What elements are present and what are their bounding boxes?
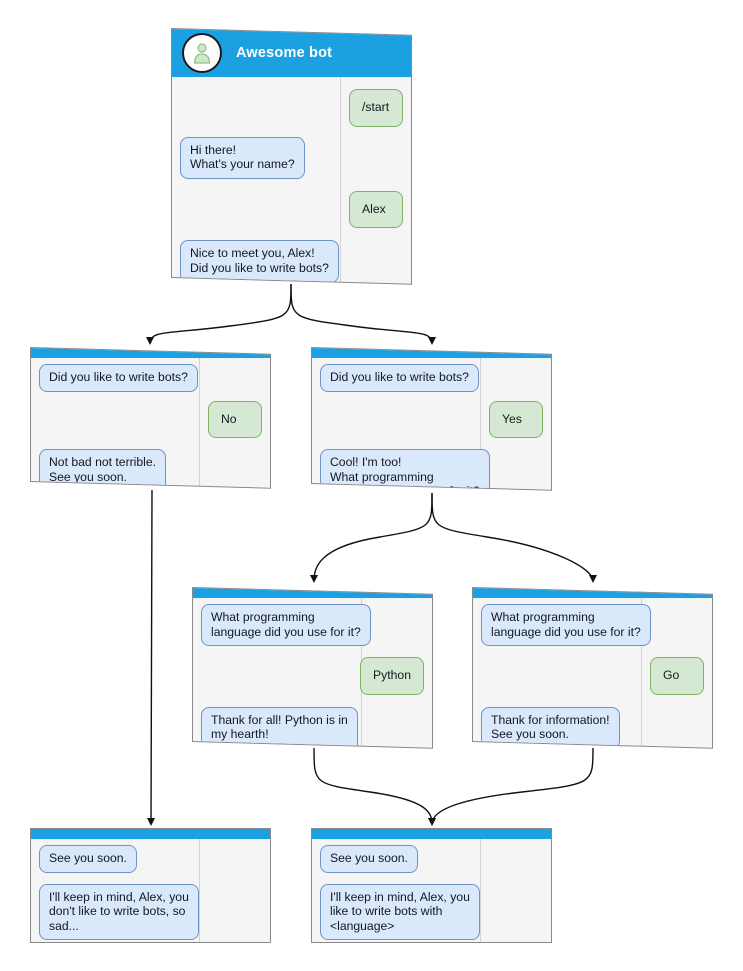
message-row: See you soon. [39,845,262,873]
user-message-bubble[interactable]: No [208,400,262,439]
bot-message-bubble[interactable]: Hi there! What's your name? [180,136,305,179]
bot-message-bubble[interactable]: See you soon. [320,845,418,873]
chat-card-python-branch[interactable]: What programming language did you use fo… [192,587,433,749]
message-row: Python [201,657,424,695]
card-header-no-branch [31,348,270,359]
message-row: Hi there! What's your name? [180,136,403,179]
bot-message-bubble[interactable]: What programming language did you use fo… [481,604,651,647]
message-row: Did you like to write bots? [320,364,543,392]
message-row: What programming language did you use fo… [481,604,704,647]
card-header-end-sad [31,829,270,839]
message-list-root: /start Hi there! What's your name? Alex … [172,77,411,283]
chat-card-yes-branch[interactable]: Did you like to write bots? Yes Cool! I'… [311,347,552,491]
message-row: Thank for information! See you soon. [481,706,704,749]
card-header-python-branch [193,588,432,599]
edge-yes-to-python [310,492,433,583]
edge-go-to-end-happy [428,747,594,826]
message-row: See you soon. [320,845,543,873]
message-list-no-branch: Did you like to write bots? No Not bad n… [31,358,270,489]
message-row: Thank for all! Python is in my hearth! S… [201,706,424,749]
user-message-bubble[interactable]: Python [360,657,424,695]
card-header-yes-branch [312,348,551,359]
bot-message-bubble[interactable]: I'll keep in mind, Alex, you don't like … [39,883,199,941]
message-list-python-branch: What programming language did you use fo… [193,598,432,749]
card-header-end-happy [312,829,551,839]
person-avatar-icon [182,33,222,74]
bot-name-label: Awesome bot [236,45,333,62]
message-row: Not bad not terrible. See you soon. [39,449,262,489]
message-row: Yes [320,400,543,439]
edge-yes-to-go [431,492,597,583]
chat-card-end-happy[interactable]: See you soon. I'll keep in mind, Alex, y… [311,828,552,943]
chat-card-no-branch[interactable]: Did you like to write bots? No Not bad n… [30,347,271,489]
bot-message-bubble[interactable]: Did you like to write bots? [39,364,198,392]
message-row: Did you like to write bots? [39,364,262,392]
message-row: /start [180,89,403,127]
bot-message-bubble[interactable]: Thank for all! Python is in my hearth! S… [201,706,358,749]
edge-no-to-end-sad [147,489,156,826]
message-row: Go [481,657,704,695]
card-header-root: Awesome bot [172,29,411,78]
bot-message-bubble[interactable]: Cool! I'm too! What programming language… [320,449,490,491]
bot-message-bubble[interactable]: I'll keep in mind, Alex, you like to wri… [320,883,480,941]
bot-message-bubble[interactable]: See you soon. [39,845,137,873]
message-list-go-branch: What programming language did you use fo… [473,598,712,749]
bot-message-bubble[interactable]: What programming language did you use fo… [201,604,371,647]
message-row: I'll keep in mind, Alex, you don't like … [39,883,262,941]
edge-root-to-yes [290,283,436,345]
user-message-bubble[interactable]: /start [349,89,403,127]
bot-message-bubble[interactable]: Not bad not terrible. See you soon. [39,449,167,489]
user-message-bubble[interactable]: Alex [349,190,403,229]
card-header-go-branch [473,588,712,599]
message-row: What programming language did you use fo… [201,604,424,647]
chat-card-root[interactable]: Awesome bot /start Hi there! What's your… [171,28,412,285]
message-row: No [39,400,262,439]
edge-root-to-no [146,283,292,345]
message-row: Alex [180,190,403,229]
message-row: Nice to meet you, Alex! Did you like to … [180,240,403,283]
user-message-bubble[interactable]: Yes [489,400,543,439]
chat-card-end-sad[interactable]: See you soon. I'll keep in mind, Alex, y… [30,828,271,943]
edge-python-to-end-happy [313,747,436,826]
bot-message-bubble[interactable]: Nice to meet you, Alex! Did you like to … [180,240,339,283]
message-list-end-happy: See you soon. I'll keep in mind, Alex, y… [312,839,551,942]
message-list-yes-branch: Did you like to write bots? Yes Cool! I'… [312,358,551,491]
message-list-end-sad: See you soon. I'll keep in mind, Alex, y… [31,839,270,942]
card-divider [199,829,200,942]
card-divider [480,829,481,942]
message-row: I'll keep in mind, Alex, you like to wri… [320,883,543,941]
bot-message-bubble[interactable]: Thank for information! See you soon. [481,706,620,749]
user-message-bubble[interactable]: Go [650,657,704,695]
chat-card-go-branch[interactable]: What programming language did you use fo… [472,587,713,749]
message-row: Cool! I'm too! What programming language… [320,449,543,491]
bot-message-bubble[interactable]: Did you like to write bots? [320,364,479,392]
